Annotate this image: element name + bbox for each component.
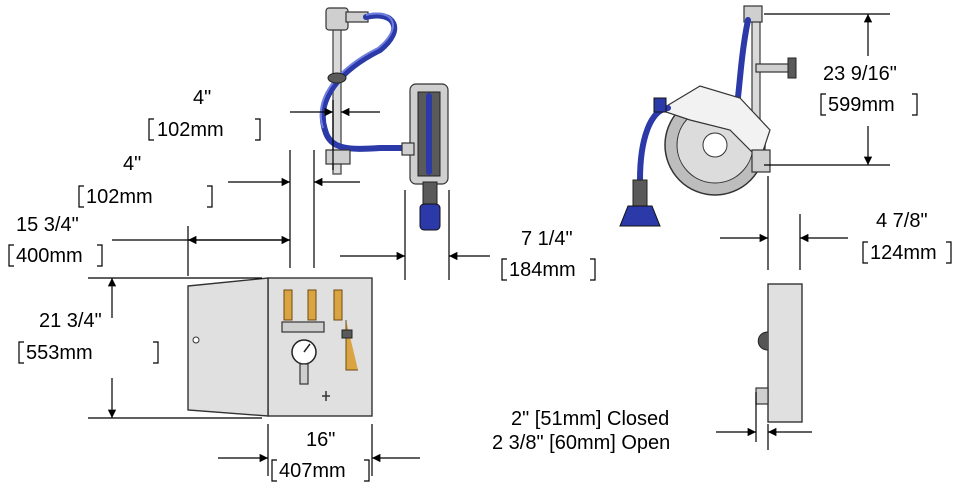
top-offset-metric: 102mm — [157, 119, 224, 141]
cabinet-width-imperial: 16" — [306, 429, 335, 451]
reel-bracket — [658, 85, 771, 162]
reel-hub — [702, 132, 728, 158]
second-offset-imperial: 4" — [123, 153, 141, 175]
top-valve — [325, 7, 349, 31]
mixing-manifold — [281, 321, 325, 333]
door-closed-label: 2" [51mm] Closed — [511, 408, 669, 430]
cabinet-height-imperial: 21 3/4" — [39, 310, 102, 332]
side-depth-imperial: 4 7/8" — [876, 210, 928, 232]
vertical-height-imperial: 23 9/16" — [823, 63, 897, 85]
door-open-label: 2 3/8" [60mm] Open — [492, 432, 670, 454]
dimension-labels: 4" 102mm 4" 102mm 15 3/4" 400mm 7 1/4" 1… — [8, 63, 952, 482]
cabinet-door — [187, 277, 269, 417]
side-depth-metric: 124mm — [870, 242, 937, 264]
side-cabinet-box — [767, 283, 803, 423]
door-handle — [192, 336, 200, 344]
support-arm — [755, 63, 793, 73]
vertical-height-metric: 599mm — [828, 94, 895, 116]
front-view-reel-assembly — [319, 7, 449, 231]
drain-fitting — [322, 391, 330, 401]
cabinet-width-metric: 407mm — [279, 460, 346, 482]
side-handle — [757, 331, 769, 351]
top-offset-imperial: 4" — [193, 87, 211, 109]
side-view-reel — [619, 5, 797, 227]
lower-valve — [325, 149, 351, 165]
overall-depth-metric: 400mm — [16, 245, 83, 267]
second-offset-metric: 102mm — [86, 186, 153, 208]
side-view-cabinet — [755, 283, 803, 423]
cabinet-height-metric: 553mm — [26, 342, 93, 364]
reel-depth-metric: 184mm — [509, 259, 576, 281]
reel-inlet — [401, 142, 415, 156]
dimension-lines — [88, 13, 890, 476]
front-view-cabinet — [187, 277, 373, 417]
side-spray-nozzle — [632, 179, 648, 207]
overall-depth-imperial: 15 3/4" — [16, 214, 79, 236]
spray-nozzle — [422, 181, 438, 205]
reel-depth-imperial: 7 1/4" — [521, 228, 573, 250]
hose-clip — [327, 72, 347, 84]
